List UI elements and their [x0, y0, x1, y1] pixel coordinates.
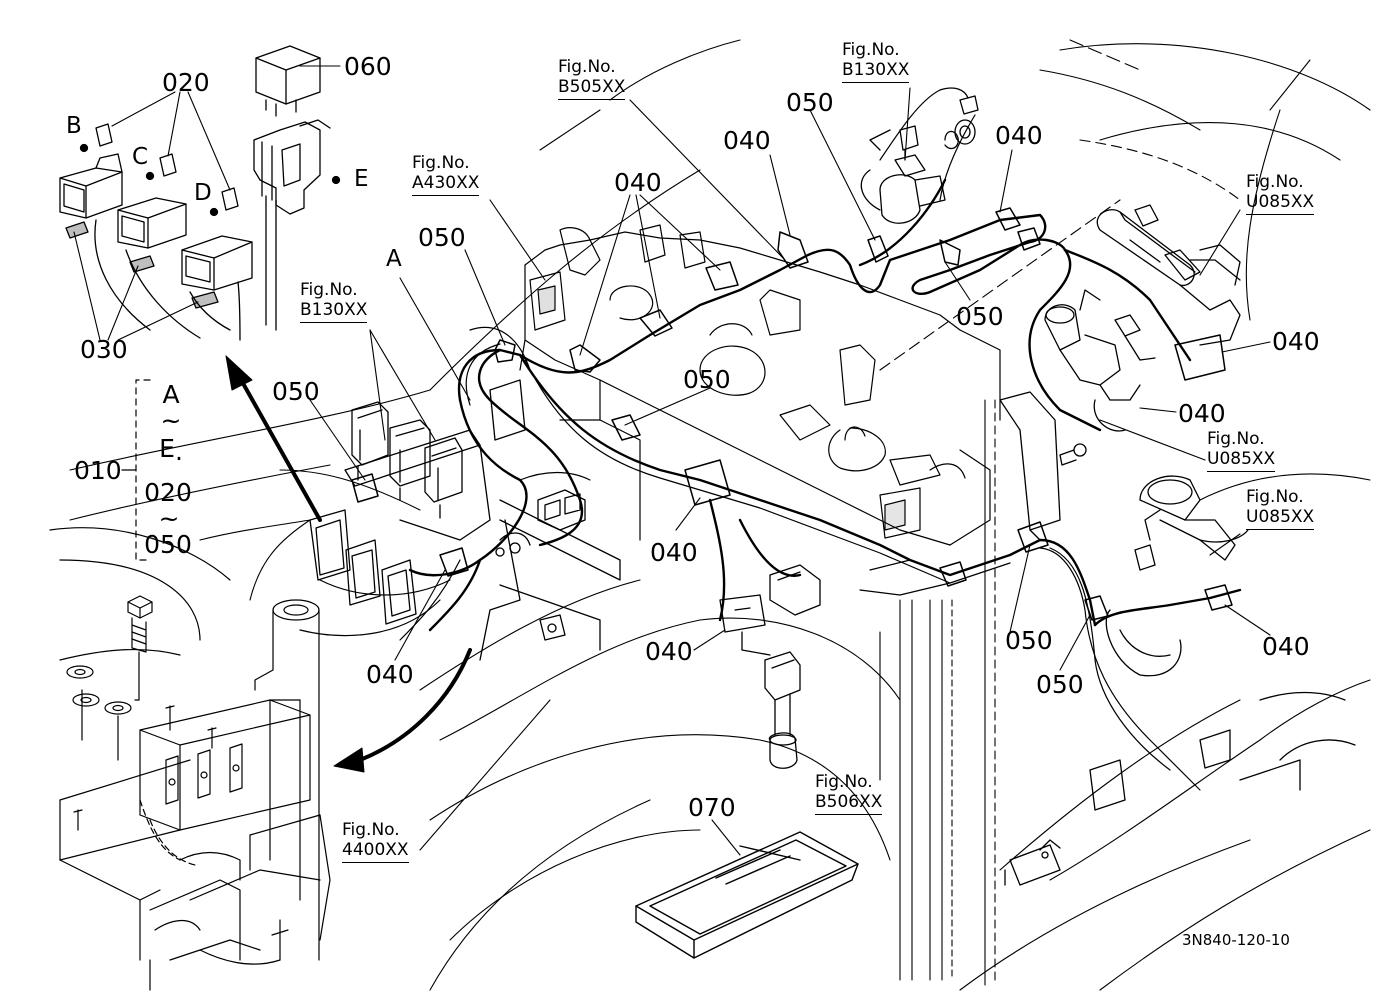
fig-ref-prefix: Fig.No.	[815, 772, 873, 792]
letter-e: E	[354, 166, 369, 192]
letter-a: A	[386, 246, 402, 272]
fig-ref-b130-left: Fig.No. B130XX	[300, 280, 368, 323]
callout-050: 050	[1005, 626, 1053, 655]
callout-040: 040	[650, 538, 698, 567]
callout-010: 010	[74, 456, 122, 485]
fig-ref-prefix: Fig.No.	[1246, 172, 1304, 192]
wire-harness-thin	[299, 89, 1201, 791]
fig-ref-u085-top: Fig.No. U085XX	[1246, 172, 1315, 215]
letter-b: B	[66, 113, 82, 139]
fig-ref-prefix: Fig.No.	[300, 280, 358, 300]
arrow-to-frame-detail	[333, 648, 472, 773]
fig-ref-prefix: Fig.No.	[558, 57, 616, 77]
callout-050: 050	[418, 223, 466, 252]
callout-050: 050	[272, 377, 320, 406]
wire-harness	[408, 178, 1242, 632]
callout-070: 070	[688, 793, 736, 822]
callout-040: 040	[723, 126, 771, 155]
callout-040: 040	[1272, 327, 1320, 356]
manual-booklet	[635, 831, 859, 959]
letter-c: C	[132, 144, 149, 170]
legend-tilde-2: ~	[158, 504, 180, 533]
callout-040: 040	[995, 121, 1043, 150]
legend-range-to-letter: E	[159, 434, 175, 463]
fig-ref-prefix: Fig.No.	[412, 153, 470, 173]
arrow-to-fuse-detail	[225, 355, 322, 522]
fig-ref-code: B506XX	[815, 792, 883, 815]
fig-ref-prefix: Fig.No.	[842, 40, 900, 60]
harness-clamps	[351, 207, 1233, 621]
callout-060: 060	[344, 52, 392, 81]
callout-040: 040	[1262, 634, 1310, 659]
fig-ref-code: B130XX	[842, 60, 910, 83]
legend-tilde-1: ~	[160, 406, 182, 435]
fig-ref-u085-low: Fig.No. U085XX	[1246, 487, 1315, 530]
fig-ref-code: U085XX	[1246, 507, 1315, 530]
fig-ref-code: U085XX	[1207, 449, 1276, 472]
fuse-assembly	[59, 45, 341, 341]
fig-ref-4400: Fig.No. 4400XX	[342, 820, 409, 863]
legend-bracket	[121, 379, 151, 561]
leader-lines	[73, 65, 1271, 856]
callout-040: 040	[366, 660, 414, 689]
fig-ref-code: A430XX	[412, 173, 480, 196]
callout-040: 040	[645, 637, 693, 666]
fig-ref-prefix: Fig.No.	[342, 820, 400, 840]
fig-ref-prefix: Fig.No.	[1207, 429, 1265, 449]
lower-center-sensor	[719, 564, 821, 769]
right-sensors	[999, 204, 1356, 886]
fig-ref-code: B130XX	[300, 300, 368, 323]
engine-block	[519, 224, 1001, 546]
fig-ref-b505: Fig.No. B505XX	[558, 57, 626, 100]
fig-ref-a430: Fig.No. A430XX	[412, 153, 480, 196]
fig-ref-b506: Fig.No. B506XX	[815, 772, 883, 815]
legend-dot: ·	[175, 444, 183, 473]
callout-040-text: 040	[1262, 632, 1310, 661]
fig-ref-code: U085XX	[1246, 192, 1315, 215]
fig-ref-code: B505XX	[558, 77, 626, 100]
tractor-body-outline	[69, 39, 1371, 991]
relay-cluster	[309, 379, 621, 661]
solenoid-sensor	[860, 87, 979, 224]
legend-range-from-letter: A	[162, 380, 180, 409]
callout-050: 050	[1036, 670, 1084, 699]
callout-030: 030	[80, 335, 128, 364]
frame-detail	[49, 527, 331, 991]
fig-ref-u085-mid: Fig.No. U085XX	[1207, 429, 1276, 472]
callout-040: 040	[614, 168, 662, 197]
callout-050: 050	[956, 302, 1004, 331]
letter-d: D	[194, 180, 212, 206]
fig-ref-b130-top: Fig.No. B130XX	[842, 40, 910, 83]
legend-range-from-part: 020	[144, 478, 192, 507]
callout-020: 020	[162, 68, 210, 97]
callout-040: 040	[1178, 399, 1226, 428]
fig-ref-code: 4400XX	[342, 840, 409, 863]
legend-range-to-part: 050	[144, 530, 192, 559]
callout-050: 050	[683, 365, 731, 394]
fig-ref-prefix: Fig.No.	[1246, 487, 1304, 507]
callout-050: 050	[786, 88, 834, 117]
drawing-number: 3N840-120-10	[1182, 931, 1290, 949]
lower-left-bracket	[199, 469, 421, 601]
